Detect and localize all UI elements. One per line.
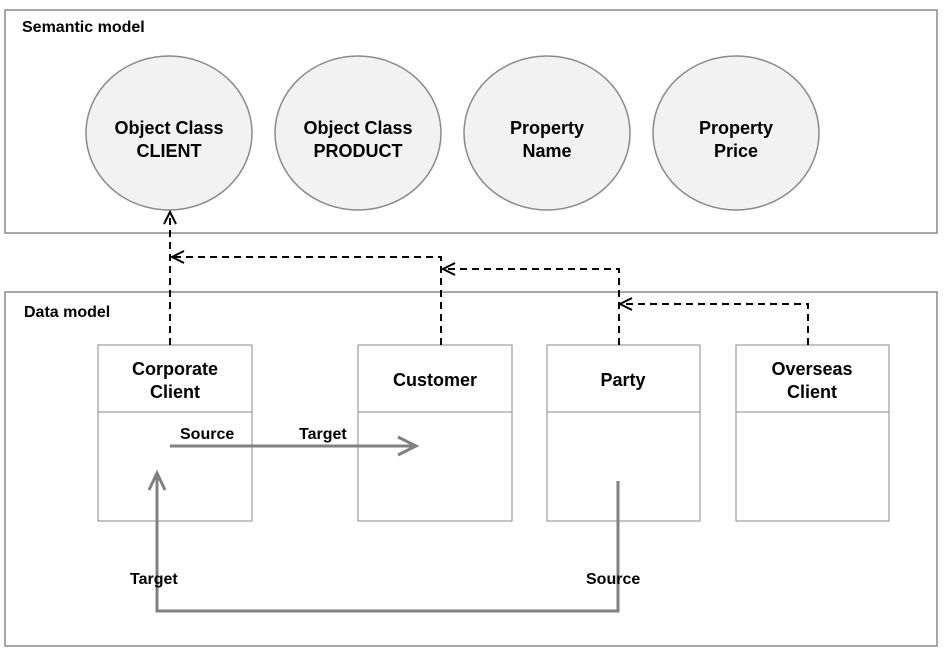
class-line1: Customer: [393, 370, 477, 390]
association-target-label: Target: [299, 426, 347, 443]
class-line2: Client: [787, 382, 837, 402]
concept-line2: Name: [522, 141, 571, 161]
mapping-party-to-customer[interactable]: [445, 268, 620, 345]
concept-line2: Price: [714, 141, 758, 161]
class-overseas-client[interactable]: Overseas Client: [735, 344, 890, 522]
data-model-panel: Data model Corporate Client Customer Par…: [4, 291, 938, 647]
arrowhead-icon: [163, 209, 177, 225]
arrowhead-icon: [169, 250, 185, 264]
semantic-model-title: Semantic model: [22, 19, 145, 36]
class-line1: Corporate: [132, 359, 218, 379]
concept-line2: CLIENT: [137, 141, 202, 161]
data-model-title: Data model: [24, 304, 110, 321]
concept-line2: PRODUCT: [314, 141, 403, 161]
concept-property-price[interactable]: Property Price: [652, 55, 820, 211]
concept-object-class-product[interactable]: Object Class PRODUCT: [274, 55, 442, 211]
class-customer[interactable]: Customer: [357, 344, 513, 522]
concept-line1: Object Class: [114, 118, 223, 138]
concept-object-class-client[interactable]: Object Class CLIENT: [85, 55, 253, 211]
class-line2: Client: [150, 382, 200, 402]
concept-property-name[interactable]: Property Name: [463, 55, 631, 211]
arrowhead-icon: [440, 262, 456, 276]
association-party-corporate[interactable]: [155, 476, 620, 613]
mapping-connectors: [163, 209, 809, 345]
mapping-customer-to-corporate[interactable]: [174, 256, 442, 345]
arrowhead-icon: [397, 435, 420, 457]
arrowhead-icon: [147, 469, 167, 491]
association-source-label: Source: [180, 426, 234, 443]
class-line1: Overseas: [771, 359, 852, 379]
arrowhead-icon: [617, 297, 633, 311]
class-corporate-client[interactable]: Corporate Client: [97, 344, 253, 522]
concept-line1: Property: [510, 118, 584, 138]
concept-line1: Object Class: [303, 118, 412, 138]
concept-line1: Property: [699, 118, 773, 138]
mapping-overseas-to-party[interactable]: [622, 303, 809, 345]
association-connectors: Source Target Target Source: [130, 426, 640, 613]
class-line1: Party: [600, 370, 645, 390]
association-target-label: Target: [130, 571, 178, 588]
semantic-model-panel: Semantic model Object Class CLIENT Objec…: [4, 9, 938, 234]
association-source-label: Source: [586, 571, 640, 588]
class-party[interactable]: Party: [546, 344, 701, 522]
